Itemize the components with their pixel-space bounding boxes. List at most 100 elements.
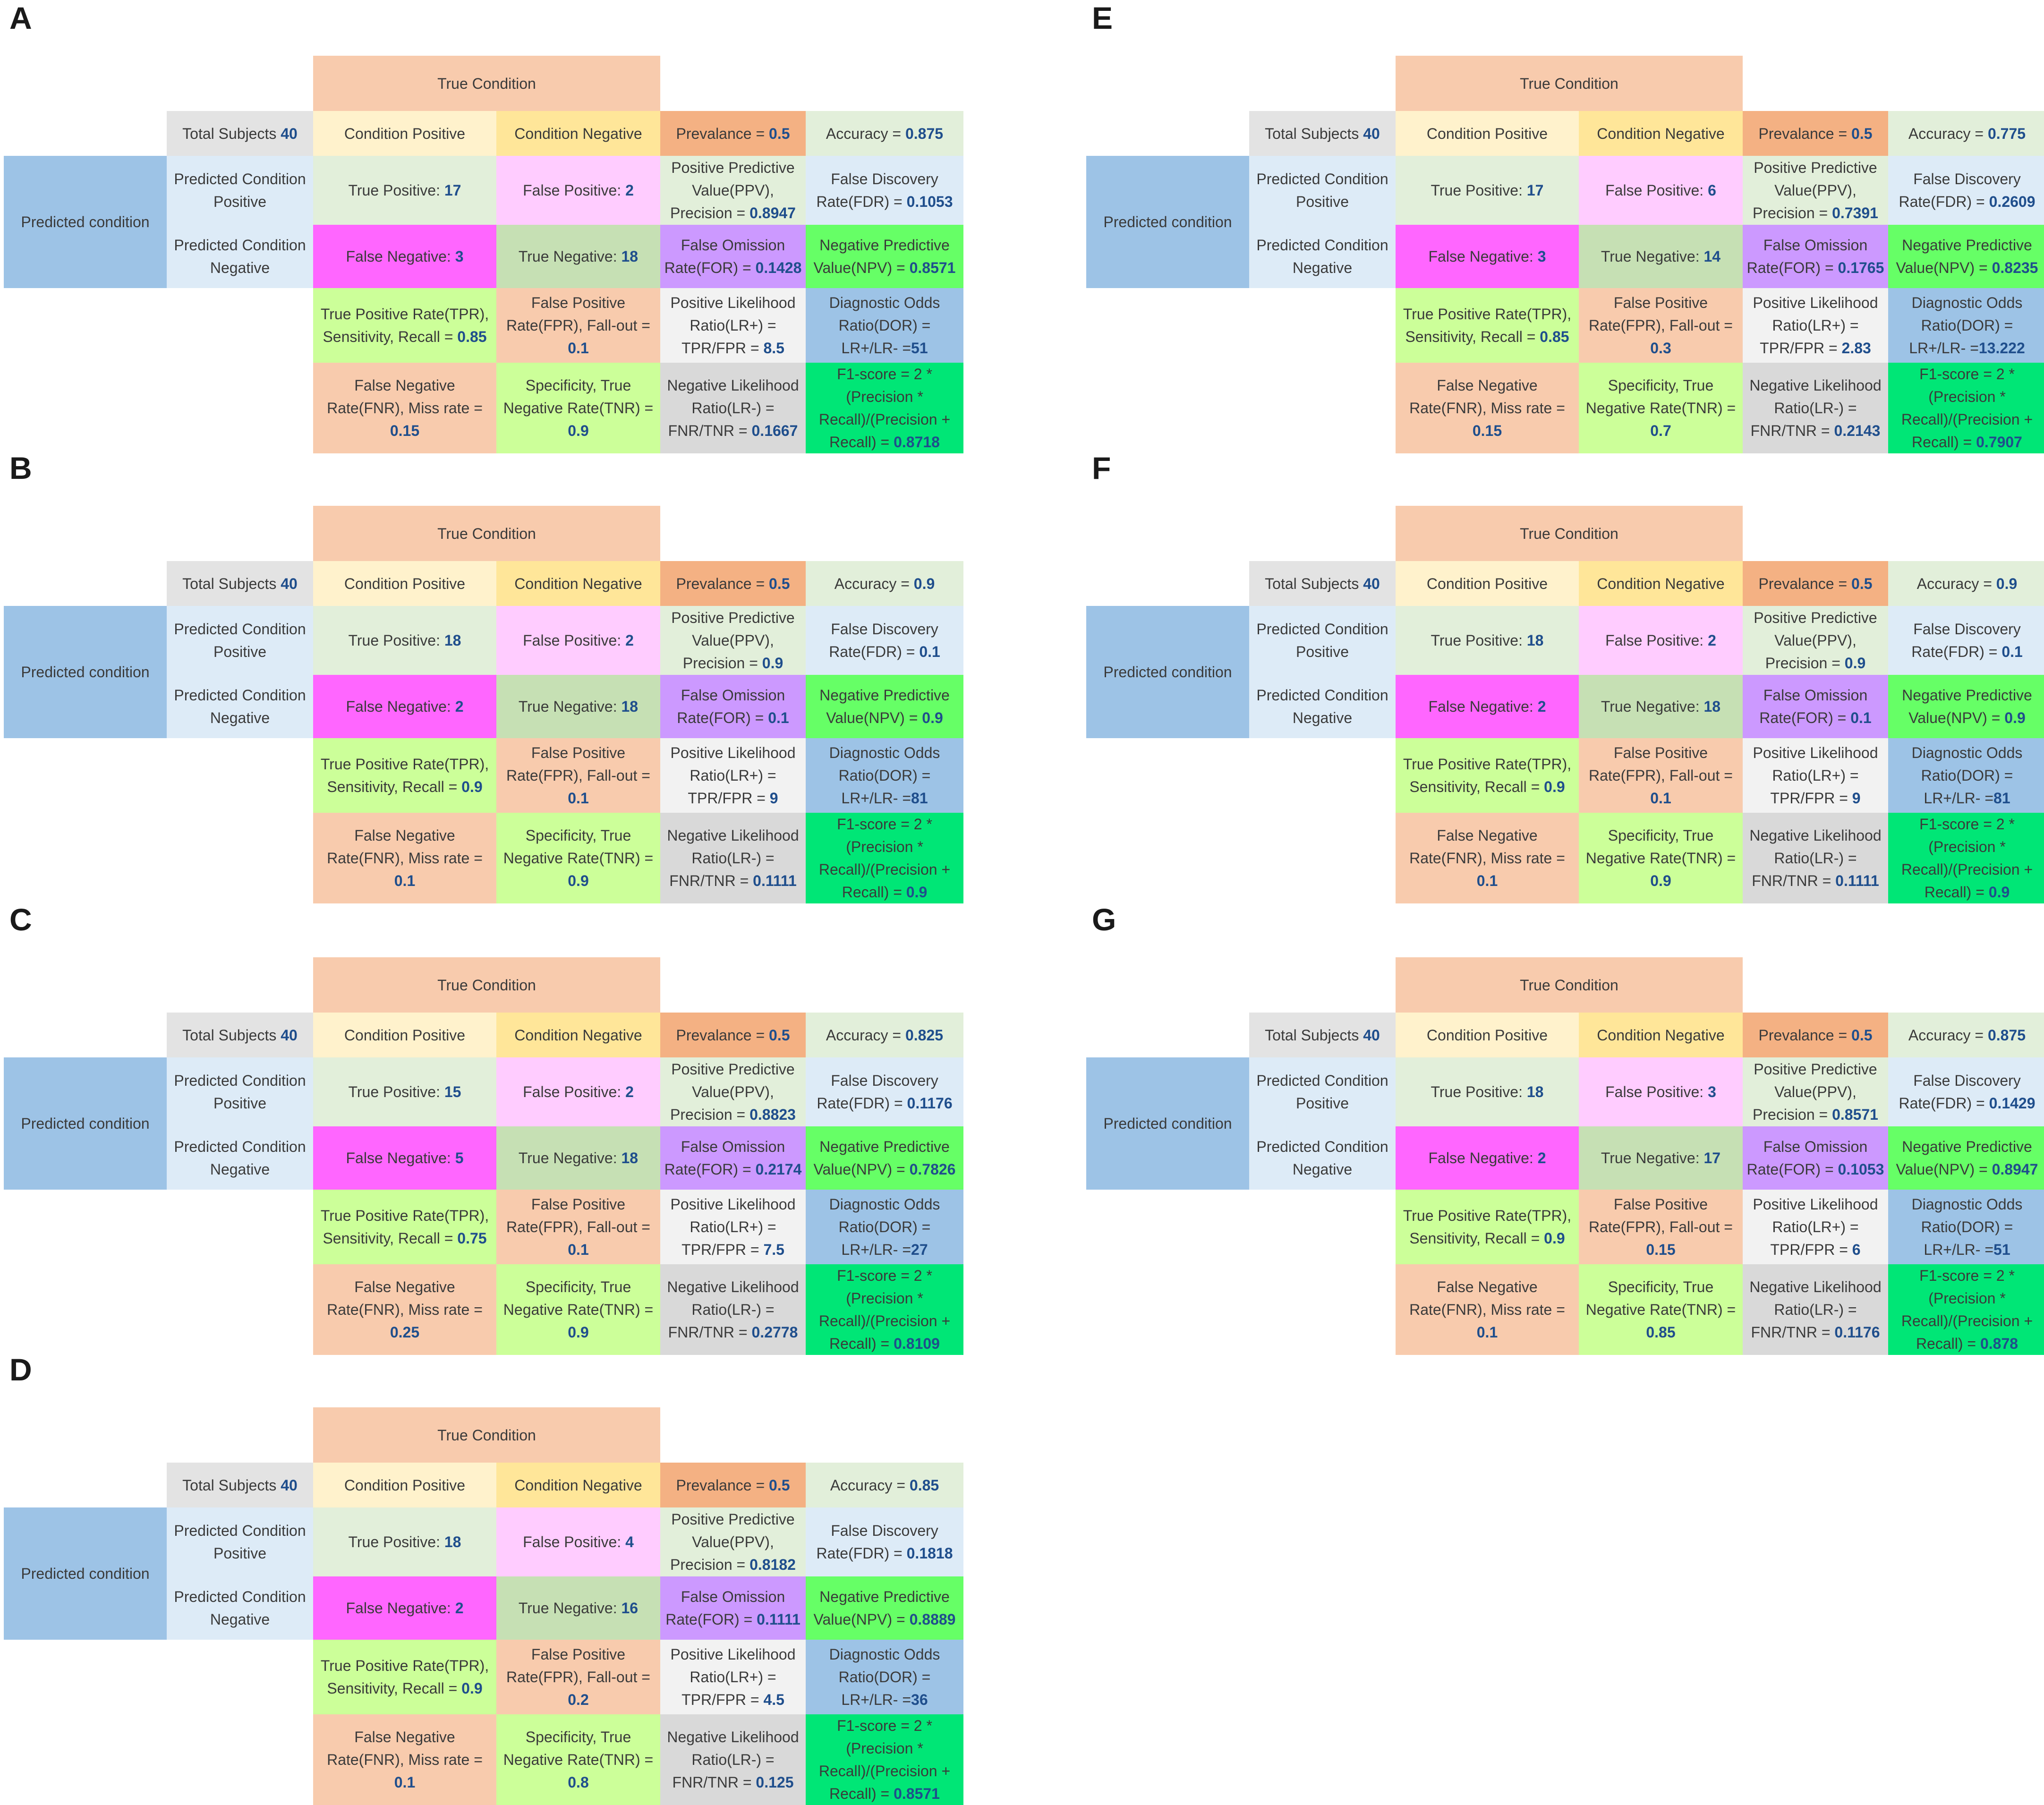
cell-label: Diagnostic Odds Ratio(DOR) = LR+/LR- = bbox=[1911, 744, 2023, 807]
cell-tn: True Negative: 18 bbox=[496, 675, 660, 738]
cell-value: 0.8182 bbox=[749, 1556, 796, 1573]
cell-dor: Diagnostic Odds Ratio(DOR) = LR+/LR- =13… bbox=[1888, 288, 2044, 363]
cell-cond-neg: Condition Negative bbox=[496, 561, 660, 606]
cell-value: 0.1 bbox=[1650, 790, 1671, 807]
cell-fdr: False Discovery Rate(FDR) = 0.1176 bbox=[806, 1057, 963, 1126]
cell-fdr: False Discovery Rate(FDR) = 0.1429 bbox=[1888, 1057, 2044, 1126]
cell-value: 0.8 bbox=[568, 1774, 589, 1791]
cell-label: False Positive: bbox=[523, 632, 626, 649]
cell-value: 0.8889 bbox=[909, 1611, 956, 1628]
cell-label: Positive Predictive Value(PPV), Precisio… bbox=[671, 609, 795, 672]
cell-label: Predicted Condition Negative bbox=[174, 1138, 306, 1178]
cell-predicted-condition: Predicted condition bbox=[4, 1057, 167, 1190]
cell-label: F1-score = 2 * (Precision * Recall)/(Pre… bbox=[1901, 816, 2033, 901]
cell-label: Predicted condition bbox=[21, 1115, 150, 1132]
cell-npv: Negative Predictive Value(NPV) = 0.7826 bbox=[806, 1126, 963, 1190]
cell-value: 40 bbox=[281, 125, 298, 142]
cell-value: 14 bbox=[1703, 248, 1721, 265]
cell-value: 0.1 bbox=[568, 1241, 589, 1258]
cell-label: Positive Likelihood Ratio(LR+) = TPR/FPR… bbox=[670, 744, 796, 807]
cell-label: False Negative: bbox=[346, 1600, 455, 1617]
cell-label: Diagnostic Odds Ratio(DOR) = LR+/LR- = bbox=[1911, 1196, 2023, 1258]
cell-tn: True Negative: 14 bbox=[1579, 225, 1743, 288]
cell-value: 0.5 bbox=[769, 125, 790, 142]
cell-tp: True Positive: 18 bbox=[1396, 606, 1579, 675]
cell-for: False Omission Rate(FOR) = 0.1111 bbox=[660, 1576, 806, 1640]
cell-f1: F1-score = 2 * (Precision * Recall)/(Pre… bbox=[806, 363, 963, 453]
cell-value: 0.8571 bbox=[894, 1785, 940, 1802]
cell-label: Prevalance = bbox=[676, 575, 769, 592]
cell-label: Prevalance = bbox=[1758, 125, 1852, 142]
cell-value: 0.85 bbox=[457, 328, 487, 345]
cell-label: Predicted condition bbox=[21, 1565, 150, 1582]
cell-value: 0.8235 bbox=[1992, 259, 2038, 276]
cell-true-condition: True Condition bbox=[313, 56, 660, 111]
cell-total: Total Subjects 40 bbox=[1249, 111, 1396, 156]
cell-value: 2 bbox=[455, 1600, 464, 1617]
cell-value: 3 bbox=[1537, 248, 1546, 265]
cell-value: 0.2609 bbox=[1989, 193, 2035, 210]
cell-fpr: False Positive Rate(FPR), Fall-out = 0.1 bbox=[496, 288, 660, 363]
cell-value: 0.2143 bbox=[1834, 422, 1881, 439]
cell-label: Prevalance = bbox=[1758, 575, 1852, 592]
cell-label: False Positive Rate(FPR), Fall-out = bbox=[1589, 744, 1733, 784]
cell-fnr: False Negative Rate(FNR), Miss rate = 0.… bbox=[1396, 363, 1579, 453]
cell-tn: True Negative: 18 bbox=[496, 225, 660, 288]
cell-f1: F1-score = 2 * (Precision * Recall)/(Pre… bbox=[806, 1264, 963, 1355]
cell-value: 7.5 bbox=[763, 1241, 784, 1258]
cell-label: False Omission Rate(FOR) = bbox=[665, 1588, 785, 1628]
cell-label: Diagnostic Odds Ratio(DOR) = LR+/LR- = bbox=[1909, 294, 2023, 357]
panel-letter: G bbox=[1092, 902, 1116, 937]
cell-tpr: True Positive Rate(TPR), Sensitivity, Re… bbox=[313, 1640, 496, 1714]
cell-value: 0.1667 bbox=[751, 422, 798, 439]
cell-lrp: Positive Likelihood Ratio(LR+) = TPR/FPR… bbox=[1743, 1190, 1888, 1264]
cell-tnr: Specificity, True Negative Rate(TNR) = 0… bbox=[1579, 813, 1743, 903]
cell-label: False Positive Rate(FPR), Fall-out = bbox=[1589, 294, 1733, 334]
cell-value: 0.75 bbox=[457, 1230, 487, 1247]
cell-label: True Positive: bbox=[1431, 1083, 1527, 1100]
cell-f1: F1-score = 2 * (Precision * Recall)/(Pre… bbox=[806, 1714, 963, 1805]
cell-label: False Omission Rate(FOR) = bbox=[664, 237, 785, 276]
cell-fn: False Negative: 2 bbox=[313, 1576, 496, 1640]
panel-letter: F bbox=[1092, 451, 1111, 485]
cell-label: Condition Negative bbox=[514, 125, 642, 142]
cell-label: False Positive: bbox=[1605, 632, 1708, 649]
cell-label: Predicted condition bbox=[21, 213, 150, 230]
cell-dor: Diagnostic Odds Ratio(DOR) = LR+/LR- =51 bbox=[1888, 1190, 2044, 1264]
cell-label: Positive Predictive Value(PPV), Precisio… bbox=[1753, 159, 1877, 221]
cell-dor: Diagnostic Odds Ratio(DOR) = LR+/LR- =81 bbox=[1888, 738, 2044, 813]
cell-accuracy: Accuracy = 0.85 bbox=[806, 1463, 963, 1507]
cell-fp: False Positive: 2 bbox=[496, 156, 660, 225]
cell-label: False Negative Rate(FNR), Miss rate = bbox=[327, 1278, 483, 1318]
cell-label: Diagnostic Odds Ratio(DOR) = LR+/LR- = bbox=[829, 1646, 940, 1708]
cell-prevalence: Prevalance = 0.5 bbox=[1743, 1013, 1888, 1057]
cell-label: F1-score = 2 * (Precision * Recall)/(Pre… bbox=[818, 816, 951, 901]
cell-value: 40 bbox=[281, 575, 298, 592]
cell-for: False Omission Rate(FOR) = 0.1053 bbox=[1743, 1126, 1888, 1190]
cell-label: Condition Negative bbox=[1597, 1026, 1725, 1044]
cell-accuracy: Accuracy = 0.775 bbox=[1888, 111, 2044, 156]
cell-label: False Negative: bbox=[1428, 248, 1538, 265]
cell-value: 0.878 bbox=[1980, 1335, 2018, 1352]
cell-cond-pos: Condition Positive bbox=[1396, 561, 1579, 606]
cell-label: True Negative: bbox=[1601, 248, 1704, 265]
cell-label: Positive Likelihood Ratio(LR+) = TPR/FPR… bbox=[670, 1646, 796, 1708]
cell-npv: Negative Predictive Value(NPV) = 0.8947 bbox=[1888, 1126, 2044, 1190]
cell-cond-neg: Condition Negative bbox=[1579, 561, 1743, 606]
cell-value: 3 bbox=[1708, 1083, 1716, 1100]
cell-label: False Negative Rate(FNR), Miss rate = bbox=[1409, 377, 1565, 417]
cell-value: 0.8571 bbox=[909, 259, 956, 276]
cell-label: False Positive Rate(FPR), Fall-out = bbox=[1589, 1196, 1733, 1235]
cell-value: 5 bbox=[455, 1149, 464, 1166]
cell-label: False Negative: bbox=[346, 1149, 455, 1166]
cell-value: 2 bbox=[625, 1083, 634, 1100]
cell-label: Accuracy = bbox=[1908, 125, 1988, 142]
cell-label: Negative Predictive Value(NPV) = bbox=[813, 1138, 950, 1178]
cell-label: Predicted condition bbox=[21, 664, 150, 681]
cell-value: 0.1111 bbox=[753, 872, 797, 889]
cell-label: Accuracy = bbox=[1908, 1026, 1988, 1044]
cell-value: 9 bbox=[769, 790, 778, 807]
